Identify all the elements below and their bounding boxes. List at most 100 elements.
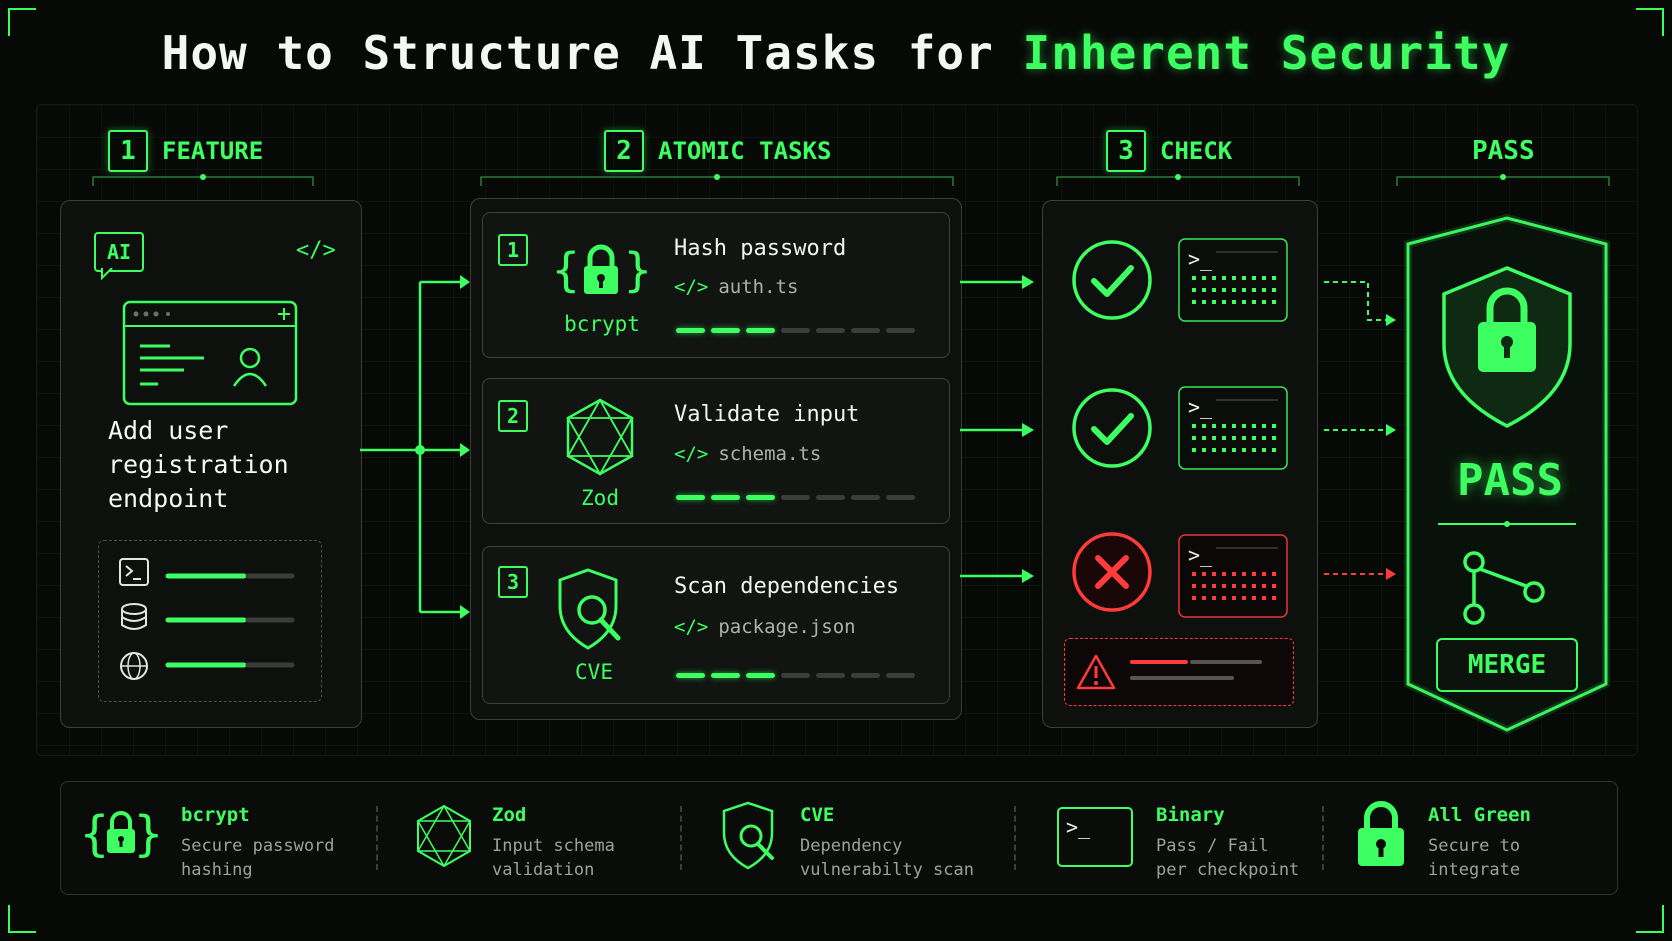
database-icon bbox=[121, 603, 147, 630]
legend-zod-icon bbox=[416, 804, 472, 868]
progress-segment bbox=[851, 328, 880, 333]
stage-header-check: 3 CHECK bbox=[1106, 130, 1232, 172]
progress-segment bbox=[676, 495, 705, 500]
legend-title: Binary bbox=[1156, 804, 1225, 826]
task-card bbox=[482, 212, 950, 358]
legend-divider bbox=[1014, 806, 1016, 870]
progress-segment bbox=[711, 495, 740, 500]
progress-segment bbox=[781, 495, 810, 500]
task-progress bbox=[676, 328, 915, 333]
registration-form-icon bbox=[122, 300, 298, 406]
feature-description: Add user registration endpoint bbox=[108, 416, 289, 513]
task-number: 1 bbox=[498, 234, 528, 266]
progress-segment bbox=[676, 673, 705, 678]
globe-icon bbox=[120, 652, 148, 680]
legend-title: bcrypt bbox=[181, 804, 250, 826]
task-number: 2 bbox=[498, 400, 528, 432]
progress-segment bbox=[781, 673, 810, 678]
legend-padlock-icon bbox=[1358, 801, 1404, 866]
progress-segment bbox=[676, 328, 705, 333]
task-library: bcrypt bbox=[564, 312, 640, 336]
stage-label: ATOMIC TASKS bbox=[658, 137, 832, 165]
terminal-output-pass: >_ bbox=[1178, 386, 1288, 470]
zod-icon bbox=[566, 398, 634, 476]
code-icon: </> bbox=[674, 616, 709, 638]
merge-button[interactable]: MERGE bbox=[1436, 638, 1578, 692]
code-tag-icon: </> bbox=[296, 238, 336, 263]
terminal-output-fail: >_ bbox=[1178, 534, 1288, 618]
terminal-prompt: >_ bbox=[1188, 543, 1213, 567]
terminal-prompt: >_ bbox=[1066, 815, 1091, 839]
stage-label: PASS bbox=[1472, 136, 1535, 166]
cve-shield-icon bbox=[558, 568, 621, 650]
progress-segment bbox=[851, 495, 880, 500]
warning-icon bbox=[1076, 654, 1262, 690]
stage-label: FEATURE bbox=[162, 137, 264, 165]
legend-title: CVE bbox=[800, 804, 835, 826]
failure-warning-box bbox=[1064, 638, 1294, 706]
ai-badge: AI bbox=[94, 232, 144, 272]
task-title: Hash password bbox=[674, 236, 847, 261]
task-progress bbox=[676, 673, 915, 678]
progress-segment bbox=[851, 673, 880, 678]
stage-header-pass: PASS bbox=[1472, 136, 1535, 166]
task-file: </>package.json bbox=[674, 616, 856, 638]
legend-divider bbox=[1322, 806, 1324, 870]
terminal-prompt: >_ bbox=[1188, 247, 1213, 271]
progress-segment bbox=[746, 328, 775, 333]
progress-segment bbox=[886, 673, 915, 678]
task-file: </>schema.ts bbox=[674, 443, 821, 465]
legend-description: Pass / Fail per checkpoint bbox=[1156, 836, 1300, 880]
feature-panel bbox=[60, 200, 362, 728]
legend-description: Secure to integrate bbox=[1428, 836, 1521, 880]
title-highlight: Inherent Security bbox=[1022, 26, 1511, 80]
stage-header-atomic-tasks: 2 ATOMIC TASKS bbox=[604, 130, 831, 172]
stage-header-feature: 1 FEATURE bbox=[108, 130, 263, 172]
task-filename: schema.ts bbox=[718, 443, 822, 465]
progress-segment bbox=[711, 673, 740, 678]
progress-segment bbox=[886, 328, 915, 333]
legend-title: All Green bbox=[1428, 804, 1531, 826]
stage-number: 3 bbox=[1106, 130, 1146, 172]
progress-segment bbox=[886, 495, 915, 500]
header-bracket bbox=[1396, 174, 1610, 186]
corner-mark bbox=[8, 8, 36, 36]
header-bracket bbox=[1056, 174, 1300, 186]
svg-text:}: } bbox=[624, 243, 652, 297]
stage-number: 1 bbox=[108, 130, 148, 172]
task-filename: auth.ts bbox=[718, 276, 799, 298]
task-title: Scan dependencies bbox=[674, 574, 900, 599]
terminal-output-pass: >_ bbox=[1178, 238, 1288, 322]
fanout-connector bbox=[360, 275, 470, 619]
task-library: Zod bbox=[581, 486, 619, 510]
task-progress bbox=[676, 495, 915, 500]
pass-label: PASS bbox=[1457, 455, 1563, 506]
stage-number: 2 bbox=[604, 130, 644, 172]
shield-lock-icon bbox=[1442, 266, 1572, 428]
pass-panel bbox=[1404, 214, 1610, 735]
corner-mark bbox=[1636, 905, 1664, 933]
legend-bcrypt-icon: { } bbox=[80, 806, 162, 862]
progress-segment bbox=[816, 328, 845, 333]
check-pass-icon bbox=[1072, 388, 1152, 468]
progress-segment bbox=[711, 328, 740, 333]
legend-description: Input schema validation bbox=[492, 836, 615, 880]
check-fail-icon bbox=[1072, 532, 1152, 612]
progress-segment bbox=[746, 495, 775, 500]
task-title: Validate input bbox=[674, 402, 860, 427]
terminal-prompt: >_ bbox=[1188, 395, 1213, 419]
header-bracket bbox=[480, 174, 954, 186]
svg-text:}: } bbox=[134, 806, 162, 862]
progress-segment bbox=[816, 495, 845, 500]
legend-description: Dependency vulnerabilty scan bbox=[800, 836, 974, 880]
feature-details-icons bbox=[119, 558, 295, 680]
legend-title: Zod bbox=[492, 804, 527, 826]
header-bracket bbox=[92, 174, 314, 186]
check-to-pass-arrows bbox=[1324, 281, 1396, 580]
ai-badge-tail bbox=[101, 268, 113, 280]
git-merge-icon bbox=[1463, 551, 1545, 625]
terminal-icon bbox=[119, 558, 149, 586]
svg-text:{: { bbox=[552, 243, 580, 297]
page-title: How to Structure AI Tasks for Inherent S… bbox=[0, 26, 1672, 80]
progress-segment bbox=[816, 673, 845, 678]
